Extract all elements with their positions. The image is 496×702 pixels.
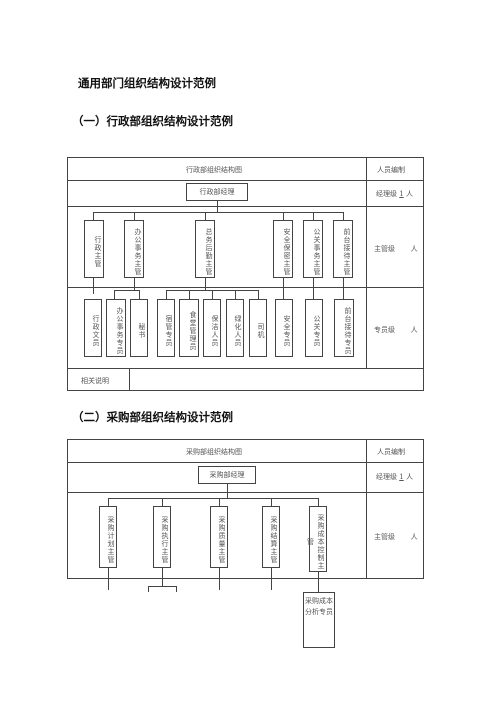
connector-line [219, 568, 220, 590]
connector-line [114, 290, 115, 299]
table-divider [366, 157, 367, 369]
specialist-box: 行政文员 [84, 299, 102, 357]
connector-line [93, 212, 343, 213]
supervisor-box: 采购成本控制主管 [307, 506, 327, 572]
connector-line [93, 278, 94, 294]
connector-line [313, 212, 314, 220]
manager-box: 行政部经理 [186, 183, 248, 201]
connector-line [217, 201, 218, 212]
connector-line [166, 290, 167, 299]
connector-line [162, 568, 163, 586]
supervisor-box: 采购质量主管 [210, 506, 228, 568]
specialist-box: 公关专员 [305, 299, 323, 357]
connector-line [134, 278, 135, 290]
connector-line [235, 290, 236, 299]
connector-line [189, 290, 190, 299]
table-divider [67, 368, 424, 369]
section2-heading: （二）采购部组织结构设计范例 [72, 410, 233, 424]
supervisor-box: 采购结算主管 [262, 506, 280, 568]
specialist-box: 司机 [249, 299, 267, 357]
connector-line [205, 278, 206, 290]
supervisor-staff: 主管级 人 [374, 245, 418, 253]
connector-line [318, 572, 319, 592]
connector-line [205, 212, 206, 220]
page-title: 通用部门组织结构设计范例 [78, 76, 216, 90]
connector-line [212, 290, 213, 299]
table-divider [67, 180, 424, 181]
connector-line [283, 212, 284, 220]
connector-line [114, 290, 139, 291]
supervisor-box: 公关事务主管 [303, 220, 323, 278]
supervisor-box: 采购计划主管 [99, 506, 117, 568]
specialist-box: 食堂管理员 [179, 299, 199, 357]
admin-org-table [67, 157, 424, 391]
connector-line [313, 278, 314, 299]
specialist-box: 采购成本分析专员 [303, 592, 335, 648]
manager-staff: 经理级 1 人 [376, 190, 413, 198]
connector-line [176, 586, 177, 592]
staff-header: 人员编制 [377, 166, 405, 174]
table-divider [67, 492, 424, 493]
connector-line [108, 498, 318, 499]
connector-line [283, 278, 284, 299]
specialist-staff: 专员级 人 [374, 326, 418, 334]
staff-header: 人员编制 [377, 448, 405, 456]
specialist-box: 前台接待专员 [334, 299, 354, 357]
supervisor-box: 采购执行主管 [153, 506, 171, 568]
table-divider [129, 368, 130, 391]
specialist-box: 安全专员 [275, 299, 293, 357]
table-divider [366, 439, 367, 579]
specialist-box: 秘书 [130, 299, 148, 357]
supervisor-staff: 主管级 人 [374, 533, 418, 541]
specialist-box: 宿管专员 [157, 299, 175, 357]
connector-line [108, 498, 109, 506]
section1-heading: （一）行政部组织结构设计范例 [72, 114, 233, 128]
connector-line [318, 498, 319, 506]
supervisor-box: 总务后勤主管 [195, 220, 215, 278]
connector-line [343, 278, 344, 299]
connector-line [219, 498, 220, 506]
connector-line [148, 586, 176, 587]
chart-header: 采购部组织结构图 [186, 448, 242, 456]
specialist-box: 绿化人员 [226, 299, 244, 357]
purchasing-org-table [67, 439, 424, 579]
supervisor-box: 行政主管 [84, 220, 104, 278]
connector-line [108, 568, 109, 590]
table-divider [67, 462, 424, 463]
chart-header: 行政部组织结构图 [186, 166, 242, 174]
connector-line [271, 568, 272, 590]
notes-label: 相关说明 [81, 377, 109, 385]
connector-line [139, 290, 140, 299]
connector-line [258, 290, 259, 299]
specialist-box: 办公事务专员 [106, 299, 126, 357]
specialist-box: 保洁人员 [203, 299, 221, 357]
connector-line [343, 212, 344, 220]
supervisor-box: 前台接待主管 [333, 220, 353, 278]
supervisor-box: 办公事务主管 [124, 220, 144, 278]
connector-line [148, 586, 149, 592]
connector-line [271, 498, 272, 506]
manager-box: 采购部经理 [198, 466, 256, 484]
table-divider [67, 206, 424, 207]
connector-line [162, 498, 163, 506]
connector-line [93, 212, 94, 220]
connector-line [134, 212, 135, 220]
manager-staff: 经理级 1 人 [376, 473, 413, 481]
table-divider [67, 287, 424, 288]
connector-line [227, 484, 228, 498]
supervisor-box: 安全保密主管 [273, 220, 293, 278]
